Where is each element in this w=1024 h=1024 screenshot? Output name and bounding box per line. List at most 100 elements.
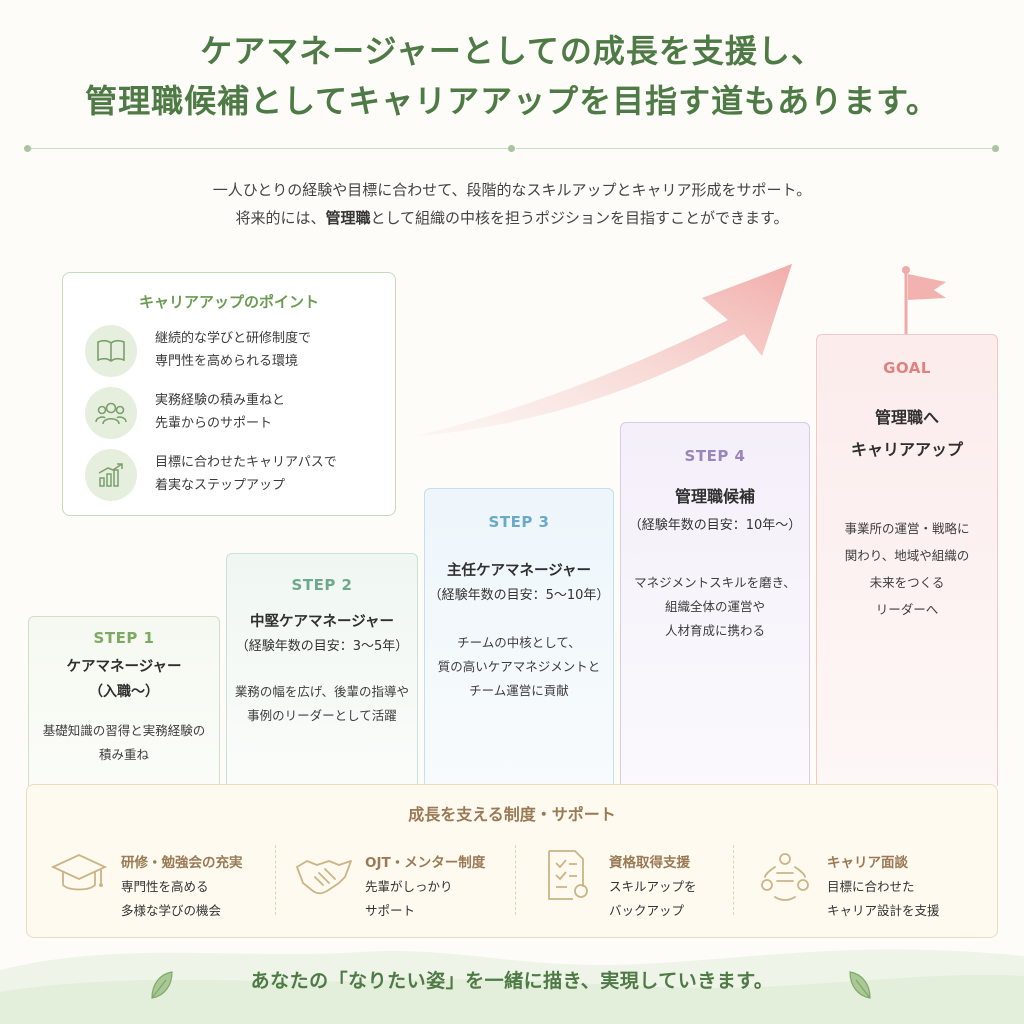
step-label: GOAL xyxy=(883,359,931,377)
divider-dot xyxy=(508,145,515,152)
step-desc-line: リーダーへ xyxy=(875,602,939,617)
step-desc-line: 未来をつくる xyxy=(869,575,945,590)
certificate-icon xyxy=(548,850,588,900)
step-desc-line: 基礎知識の習得と実務経験の xyxy=(42,723,206,738)
support-line: バックアップ xyxy=(609,903,685,918)
support-heading: 資格取得支援 xyxy=(609,855,690,871)
step-desc-line: 質の高いケアマネジメントと xyxy=(437,659,601,674)
growth-chart-icon xyxy=(85,449,137,501)
headline-line-1: ケアマネージャーとしての成長を支援し、 xyxy=(200,32,824,70)
step-label: STEP 1 xyxy=(93,629,155,647)
step-title: 管理職候補 xyxy=(674,487,755,506)
support-text: 専門性を高める 多様な学びの機会 xyxy=(121,875,221,923)
lead-line-2-pre: 将来的には、 xyxy=(235,209,326,227)
graduation-cap-icon xyxy=(50,854,108,891)
step-1-card: STEP 1 ケアマネージャー （入職～） 基礎知識の習得と実務経験の 積み重ね xyxy=(28,616,220,786)
lead-line-2: 将来的には、管理職として組織の中核を担うポジションを目指すことができます。 xyxy=(0,204,1024,232)
lead-line-1: 一人ひとりの経験や目標に合わせて、段階的なスキルアップとキャリア形成をサポート。 xyxy=(212,181,812,199)
goal-card: GOAL 管理職へ キャリアアップ 事業所の運営・戦略に 関わり、地域や組織の … xyxy=(816,334,998,786)
support-line: キャリア設計を支援 xyxy=(827,903,940,918)
step-label: STEP 4 xyxy=(684,447,746,465)
handshake-icon xyxy=(296,860,352,895)
step-desc-line: 積み重ね xyxy=(98,747,149,762)
step-title: 中堅ケアマネージャー xyxy=(250,614,394,630)
support-item: 研修・勉強会の充実 専門性を高める 多様な学びの機会 xyxy=(49,843,279,923)
support-line: 多様な学びの機会 xyxy=(121,903,222,918)
step-desc-line: 関わり、地域や組織の xyxy=(844,548,970,563)
goal-flag-icon xyxy=(902,266,946,334)
step-subtitle: （経験年数の目安：10年～） xyxy=(628,518,802,533)
step-subtitle: （入職～） xyxy=(89,684,159,700)
step-2-card: STEP 2 中堅ケアマネージャー （経験年数の目安：3～5年） 業務の幅を広げ… xyxy=(226,553,418,786)
support-item: キャリア面談 目標に合わせた キャリア設計を支援 xyxy=(755,843,985,923)
career-points-box: キャリアアップのポイント 継続的な学びと研修制度で 専門性を高められる環境 実務… xyxy=(62,272,396,516)
step-4-card: STEP 4 管理職候補 （経験年数の目安：10年～） マネジメントスキルを磨き… xyxy=(620,422,810,786)
support-heading: キャリア面談 xyxy=(827,855,908,871)
lead-line-2-bold: 管理職 xyxy=(325,209,371,227)
step-label: STEP 2 xyxy=(291,576,353,594)
support-line: 先輩がしっかり xyxy=(365,879,453,894)
step-description: マネジメントスキルを磨き、 組織全体の運営や 人材育成に携わる xyxy=(621,571,809,643)
point-line: 実務経験の積み重ねと xyxy=(155,393,286,408)
goal-title-line-2: キャリアアップ xyxy=(850,440,963,459)
step-desc-line: マネジメントスキルを磨き、 xyxy=(634,575,796,590)
divider-dot xyxy=(24,145,31,152)
divider-left xyxy=(28,148,508,149)
divider-dot xyxy=(992,145,999,152)
footer-message: あなたの「なりたい姿」を一緒に描き、実現していきます。 xyxy=(250,970,774,992)
point-line: 先輩からのサポート xyxy=(155,416,273,431)
step-description: 事業所の運営・戦略に 関わり、地域や組織の 未来をつくる リーダーへ xyxy=(817,515,997,623)
step-subtitle: （経験年数の目安：5～10年） xyxy=(428,588,610,603)
book-icon xyxy=(85,325,137,377)
step-desc-line: 組織全体の運営や xyxy=(664,599,765,614)
point-item: 継続的な学びと研修制度で 専門性を高められる環境 xyxy=(85,325,385,379)
point-item: 実務経験の積み重ねと 先輩からのサポート xyxy=(85,387,385,441)
headline-line-2: 管理職候補としてキャリアアップを目指す道もあります。 xyxy=(85,82,939,120)
support-heading: OJT・メンター制度 xyxy=(365,855,486,871)
support-line: サポート xyxy=(365,903,416,918)
step-label: STEP 3 xyxy=(488,513,550,531)
point-text: 継続的な学びと研修制度で 専門性を高められる環境 xyxy=(155,327,311,373)
headline: ケアマネージャーとしての成長を支援し、 管理職候補としてキャリアアップを目指す道… xyxy=(0,28,1024,126)
support-item: 資格取得支援 スキルアップを バックアップ xyxy=(537,843,767,923)
step-title: 主任ケアマネージャー xyxy=(447,563,591,579)
support-text: スキルアップを バックアップ xyxy=(609,875,697,923)
point-line: 専門性を高められる環境 xyxy=(155,354,299,369)
point-line: 目標に合わせたキャリアパスで xyxy=(155,455,337,470)
support-line: 専門性を高める xyxy=(121,879,209,894)
support-panel: 成長を支える制度・サポート 研修・勉強会の充実 専門性を高める 多様な学びの機会… xyxy=(26,784,998,938)
people-icon xyxy=(85,387,137,439)
step-desc-line: 事例のリーダーとして活躍 xyxy=(247,708,397,723)
support-line: スキルアップを xyxy=(609,879,697,894)
step-description: 基礎知識の習得と実務経験の 積み重ね xyxy=(29,719,219,767)
lead-line-2-post: として組織の中核を担うポジションを目指すことができます。 xyxy=(370,209,789,227)
step-desc-line: 業務の幅を広げ、後輩の指導や xyxy=(234,684,410,699)
step-desc-line: チーム運営に貢献 xyxy=(469,683,569,698)
support-text: 先輩がしっかり サポート xyxy=(365,875,453,923)
hills-decoration xyxy=(0,949,1024,1024)
support-line: 目標に合わせた xyxy=(827,879,915,894)
step-description: 業務の幅を広げ、後輩の指導や 事例のリーダーとして活躍 xyxy=(227,680,417,728)
support-divider xyxy=(275,845,276,915)
support-item: OJT・メンター制度 先輩がしっかり サポート xyxy=(293,843,523,923)
support-title: 成長を支える制度・サポート xyxy=(408,805,616,824)
point-item: 目標に合わせたキャリアパスで 着実なステップアップ xyxy=(85,449,385,503)
step-desc-line: 人材育成に携わる xyxy=(664,623,765,638)
lead-text: 一人ひとりの経験や目標に合わせて、段階的なスキルアップとキャリア形成をサポート。… xyxy=(0,176,1024,232)
step-description: チームの中核として、 質の高いケアマネジメントと チーム運営に貢献 xyxy=(425,631,613,703)
step-subtitle: （経験年数の目安：3～5年） xyxy=(235,639,409,654)
step-desc-line: 事業所の運営・戦略に xyxy=(844,521,970,536)
support-heading: 研修・勉強会の充実 xyxy=(121,855,243,871)
support-text: 目標に合わせた キャリア設計を支援 xyxy=(827,875,940,923)
interview-icon xyxy=(761,853,809,901)
point-text: 目標に合わせたキャリアパスで 着実なステップアップ xyxy=(155,451,337,497)
goal-title-line-1: 管理職へ xyxy=(874,408,939,427)
step-desc-line: チームの中核として、 xyxy=(457,635,581,650)
point-line: 継続的な学びと研修制度で xyxy=(155,331,312,346)
growth-arrow-icon xyxy=(416,264,792,436)
leaf-icon xyxy=(151,971,173,999)
step-3-card: STEP 3 主任ケアマネージャー （経験年数の目安：5～10年） チームの中核… xyxy=(424,488,614,786)
step-title: ケアマネージャー xyxy=(66,659,182,675)
divider-right xyxy=(516,148,994,149)
support-divider xyxy=(515,845,516,915)
